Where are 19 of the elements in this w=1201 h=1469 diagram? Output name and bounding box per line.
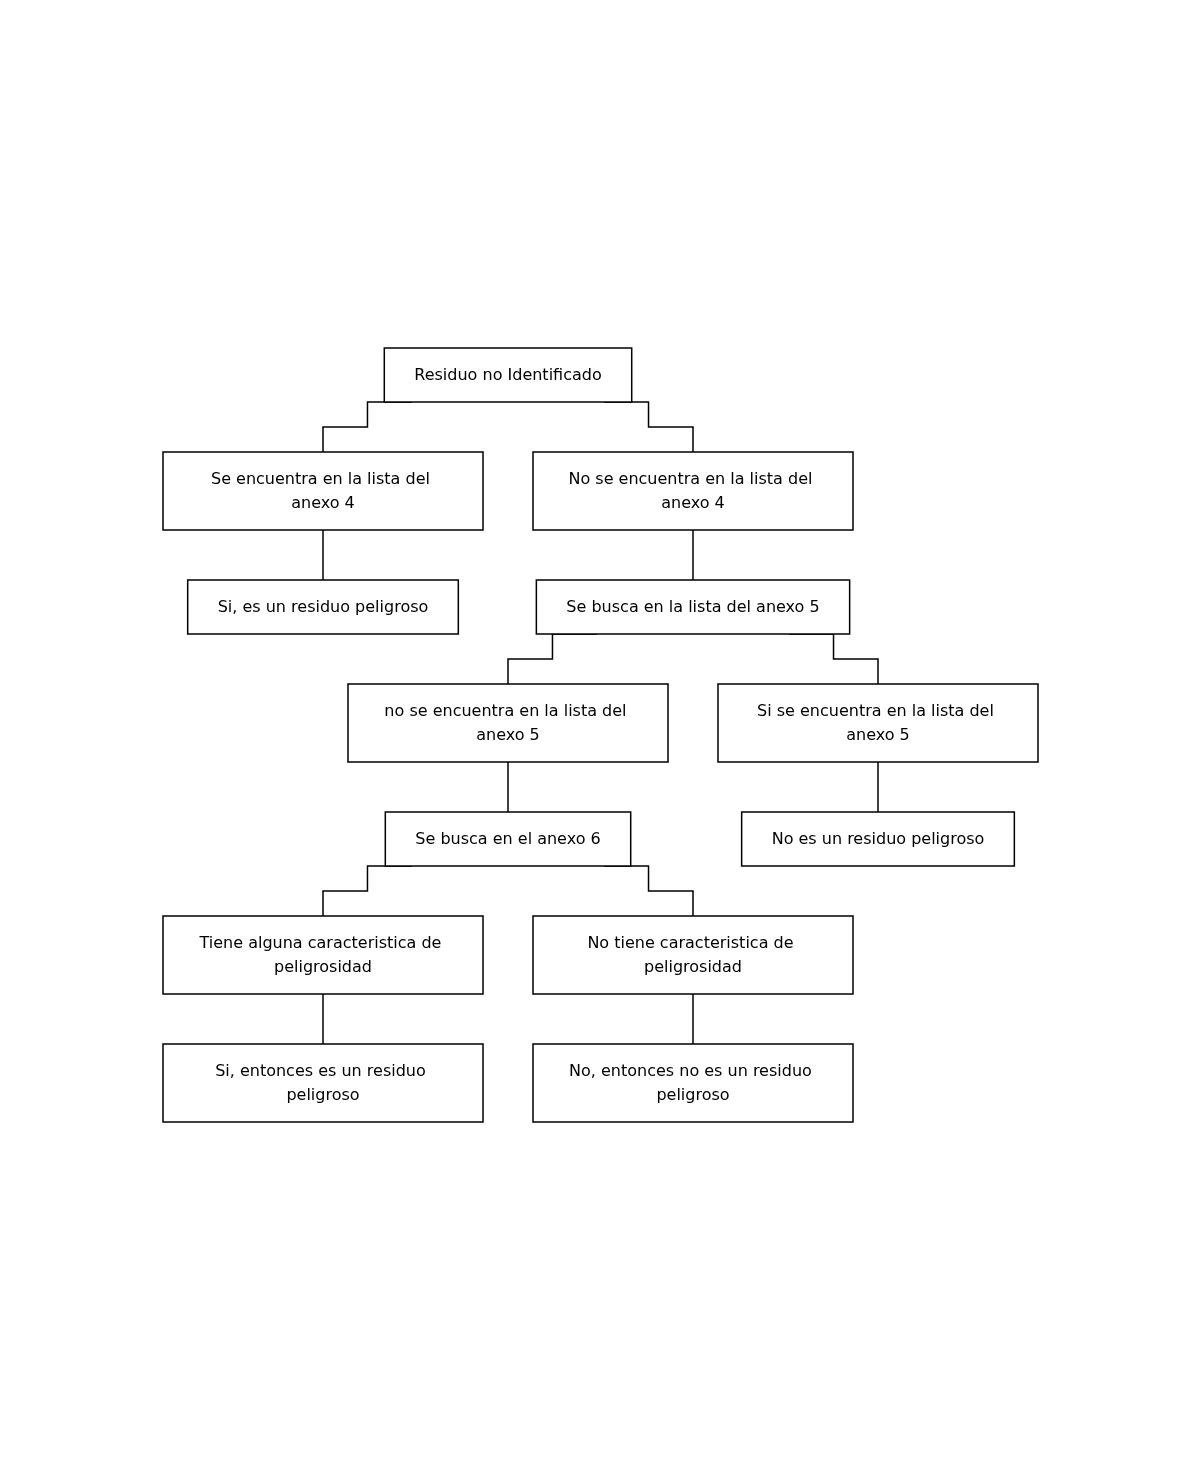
- node-box: Si, entonces es un residuo peligroso: [162, 1042, 484, 1123]
- connector: [692, 528, 694, 581]
- node-box: No tiene caracteristica de peligrosidad: [532, 914, 854, 995]
- connector: [692, 992, 694, 1045]
- connector: [507, 760, 509, 813]
- node-box: Se busca en el anexo 6: [384, 810, 632, 867]
- node-box: Si se encuentra en la lista del anexo 5: [717, 682, 1039, 763]
- node-box: Se encuentra en la lista del anexo 4: [162, 450, 484, 531]
- node-box: No se encuentra en la lista del anexo 4: [532, 450, 854, 531]
- connector: [322, 528, 324, 581]
- node-box: no se encuentra en la lista del anexo 5: [347, 682, 669, 763]
- node-box: Residuo no Identificado: [383, 346, 633, 403]
- connector: [877, 760, 879, 813]
- node-box: No es un residuo peligroso: [740, 810, 1016, 867]
- node-box: No, entonces no es un residuo peligroso: [532, 1042, 854, 1123]
- node-box: Tiene alguna caracteristica de peligrosidad: [162, 914, 484, 995]
- node-box: Se busca en la lista del anexo 5: [535, 578, 851, 635]
- node-box: Si, es un residuo peligroso: [186, 578, 460, 635]
- connector: [322, 992, 324, 1045]
